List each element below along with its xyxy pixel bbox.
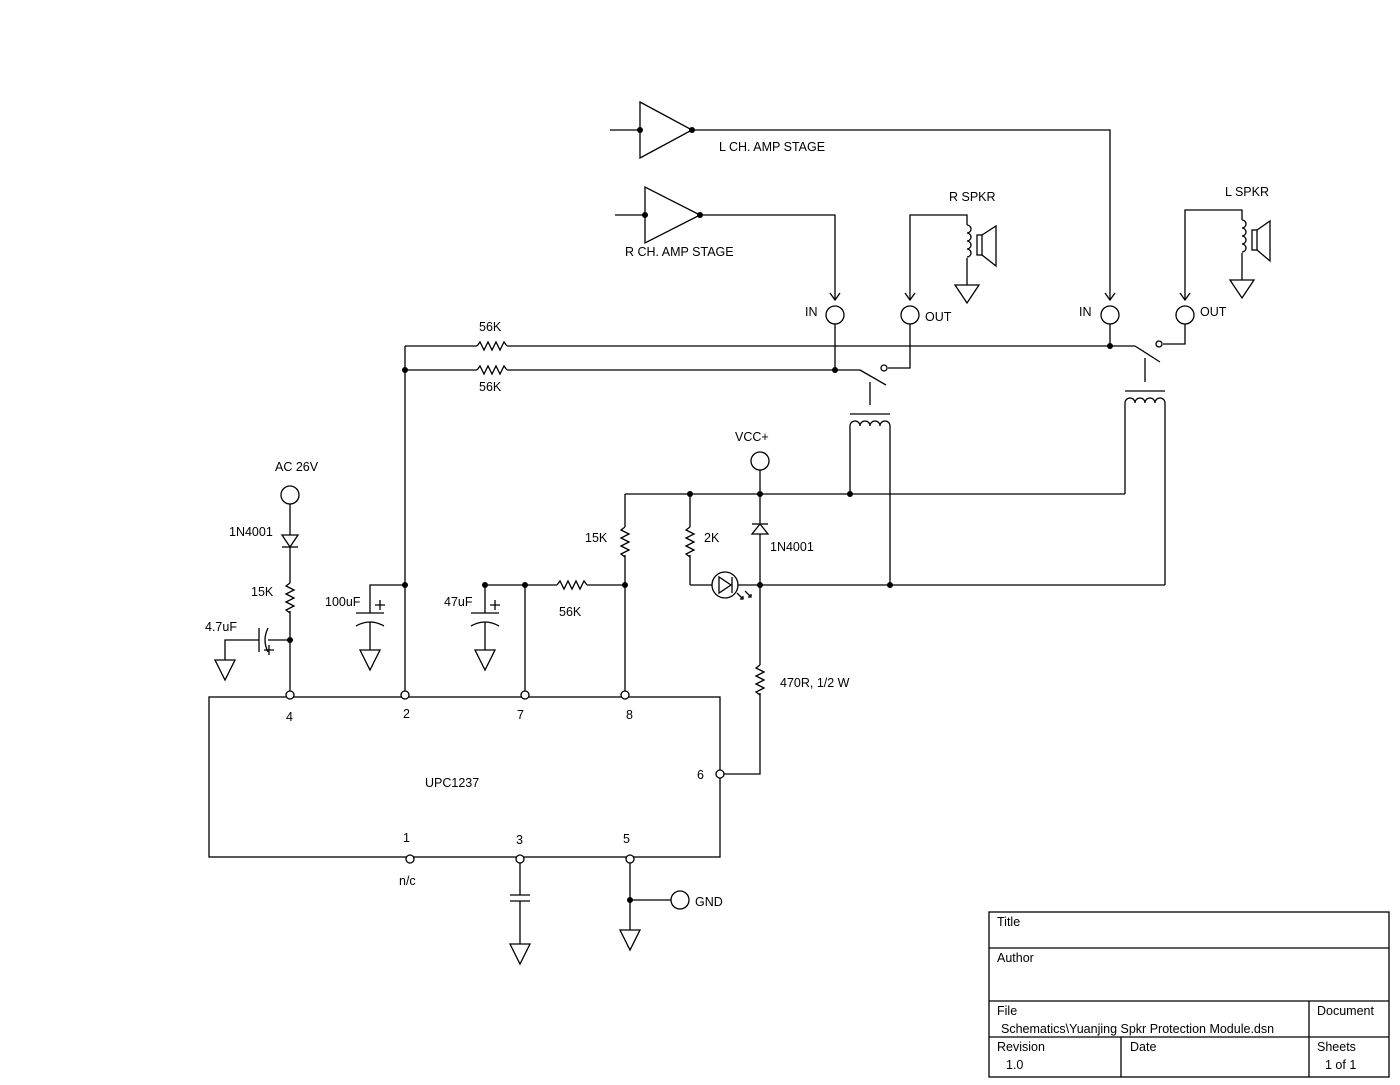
vcc-terminal [750, 451, 770, 471]
resistor-56k-top [476, 340, 508, 352]
l-spkr-label: L SPKR [1225, 185, 1269, 199]
r-spkr-label: R SPKR [949, 190, 996, 204]
c-100uf-label: 100uF [325, 595, 361, 609]
capacitor-47uf [470, 600, 500, 627]
r-2k-label: 2K [704, 531, 720, 545]
sheets-label: Sheets [1317, 1040, 1356, 1054]
pin-4-label: 4 [286, 710, 293, 724]
ic-name: UPC1237 [425, 776, 479, 790]
pin-6-label: 6 [697, 768, 704, 782]
l-amp-buffer [639, 100, 694, 160]
arrowheads [829, 292, 1191, 302]
resistor-56k-bottom [476, 364, 508, 376]
diode-d2 [750, 522, 770, 535]
r-56k-bottom-label: 56K [479, 380, 502, 394]
pin-7-label: 7 [517, 708, 524, 722]
r-relay [849, 364, 891, 427]
r-in-terminal [825, 305, 845, 325]
d1-label: 1N4001 [229, 525, 273, 539]
pin-3-label: 3 [516, 833, 523, 847]
l-speaker [1228, 219, 1271, 300]
ground-symbols [213, 649, 642, 966]
l-out-terminal [1175, 305, 1195, 325]
l-out-label: OUT [1200, 305, 1227, 319]
ac-label: AC 26V [275, 460, 319, 474]
resistor-15k-mid [619, 526, 631, 558]
r-out-terminal [900, 305, 920, 325]
capacitor-100uf [355, 600, 385, 627]
l-amp-stage-label: L CH. AMP STAGE [719, 140, 825, 154]
ac-terminal [280, 485, 300, 505]
l-in-terminal [1100, 305, 1120, 325]
date-label: Date [1130, 1040, 1156, 1054]
l-in-label: IN [1079, 305, 1092, 319]
gnd-label: GND [695, 895, 723, 909]
title-block [988, 911, 1390, 1078]
l-relay [1124, 340, 1166, 404]
c-4-7uf-label: 4.7uF [205, 620, 237, 634]
vcc-label: VCC+ [735, 430, 769, 444]
led [711, 571, 752, 600]
diode-d1 [280, 534, 300, 549]
r-amp-stage-label: R CH. AMP STAGE [625, 245, 734, 259]
capacitor-4-7uf [258, 627, 274, 655]
resistor-2k [684, 526, 696, 558]
r-56k-mid-label: 56K [559, 605, 582, 619]
nc-label: n/c [399, 874, 416, 888]
junction-dots [287, 127, 1113, 903]
revision-value: 1.0 [1006, 1058, 1023, 1072]
ic-upc1237 [208, 696, 721, 858]
resistor-15k-left [284, 582, 296, 614]
file-label: File [997, 1004, 1017, 1018]
wires [224, 129, 1243, 944]
author-label: Author [997, 951, 1034, 965]
d2-label: 1N4001 [770, 540, 814, 554]
document-label: Document [1317, 1004, 1374, 1018]
c-47uf-label: 47uF [444, 595, 473, 609]
r-speaker [953, 224, 997, 305]
file-value: Schematics\Yuanjing Spkr Protection Modu… [1001, 1022, 1274, 1036]
sheets-value: 1 of 1 [1325, 1058, 1356, 1072]
r-amp-buffer [644, 185, 702, 245]
pin-8-label: 8 [626, 708, 633, 722]
r-in-label: IN [805, 305, 818, 319]
title-label: Title [997, 915, 1020, 929]
r-56k-top-label: 56K [479, 320, 502, 334]
pin-5-label: 5 [623, 832, 630, 846]
gnd-terminal [670, 890, 690, 910]
resistor-56k-mid [556, 579, 588, 591]
r-out-label: OUT [925, 310, 952, 324]
capacitor-pin3 [510, 894, 530, 902]
r-15k-left-label: 15K [251, 585, 274, 599]
r-15k-mid-label: 15K [585, 531, 608, 545]
resistor-470r [754, 664, 766, 696]
pin-1-label: 1 [403, 831, 410, 845]
ic-pin-circles [285, 690, 725, 864]
revision-label: Revision [997, 1040, 1045, 1054]
r-470r-label: 470R, 1/2 W [780, 676, 850, 690]
pin-2-label: 2 [403, 707, 410, 721]
